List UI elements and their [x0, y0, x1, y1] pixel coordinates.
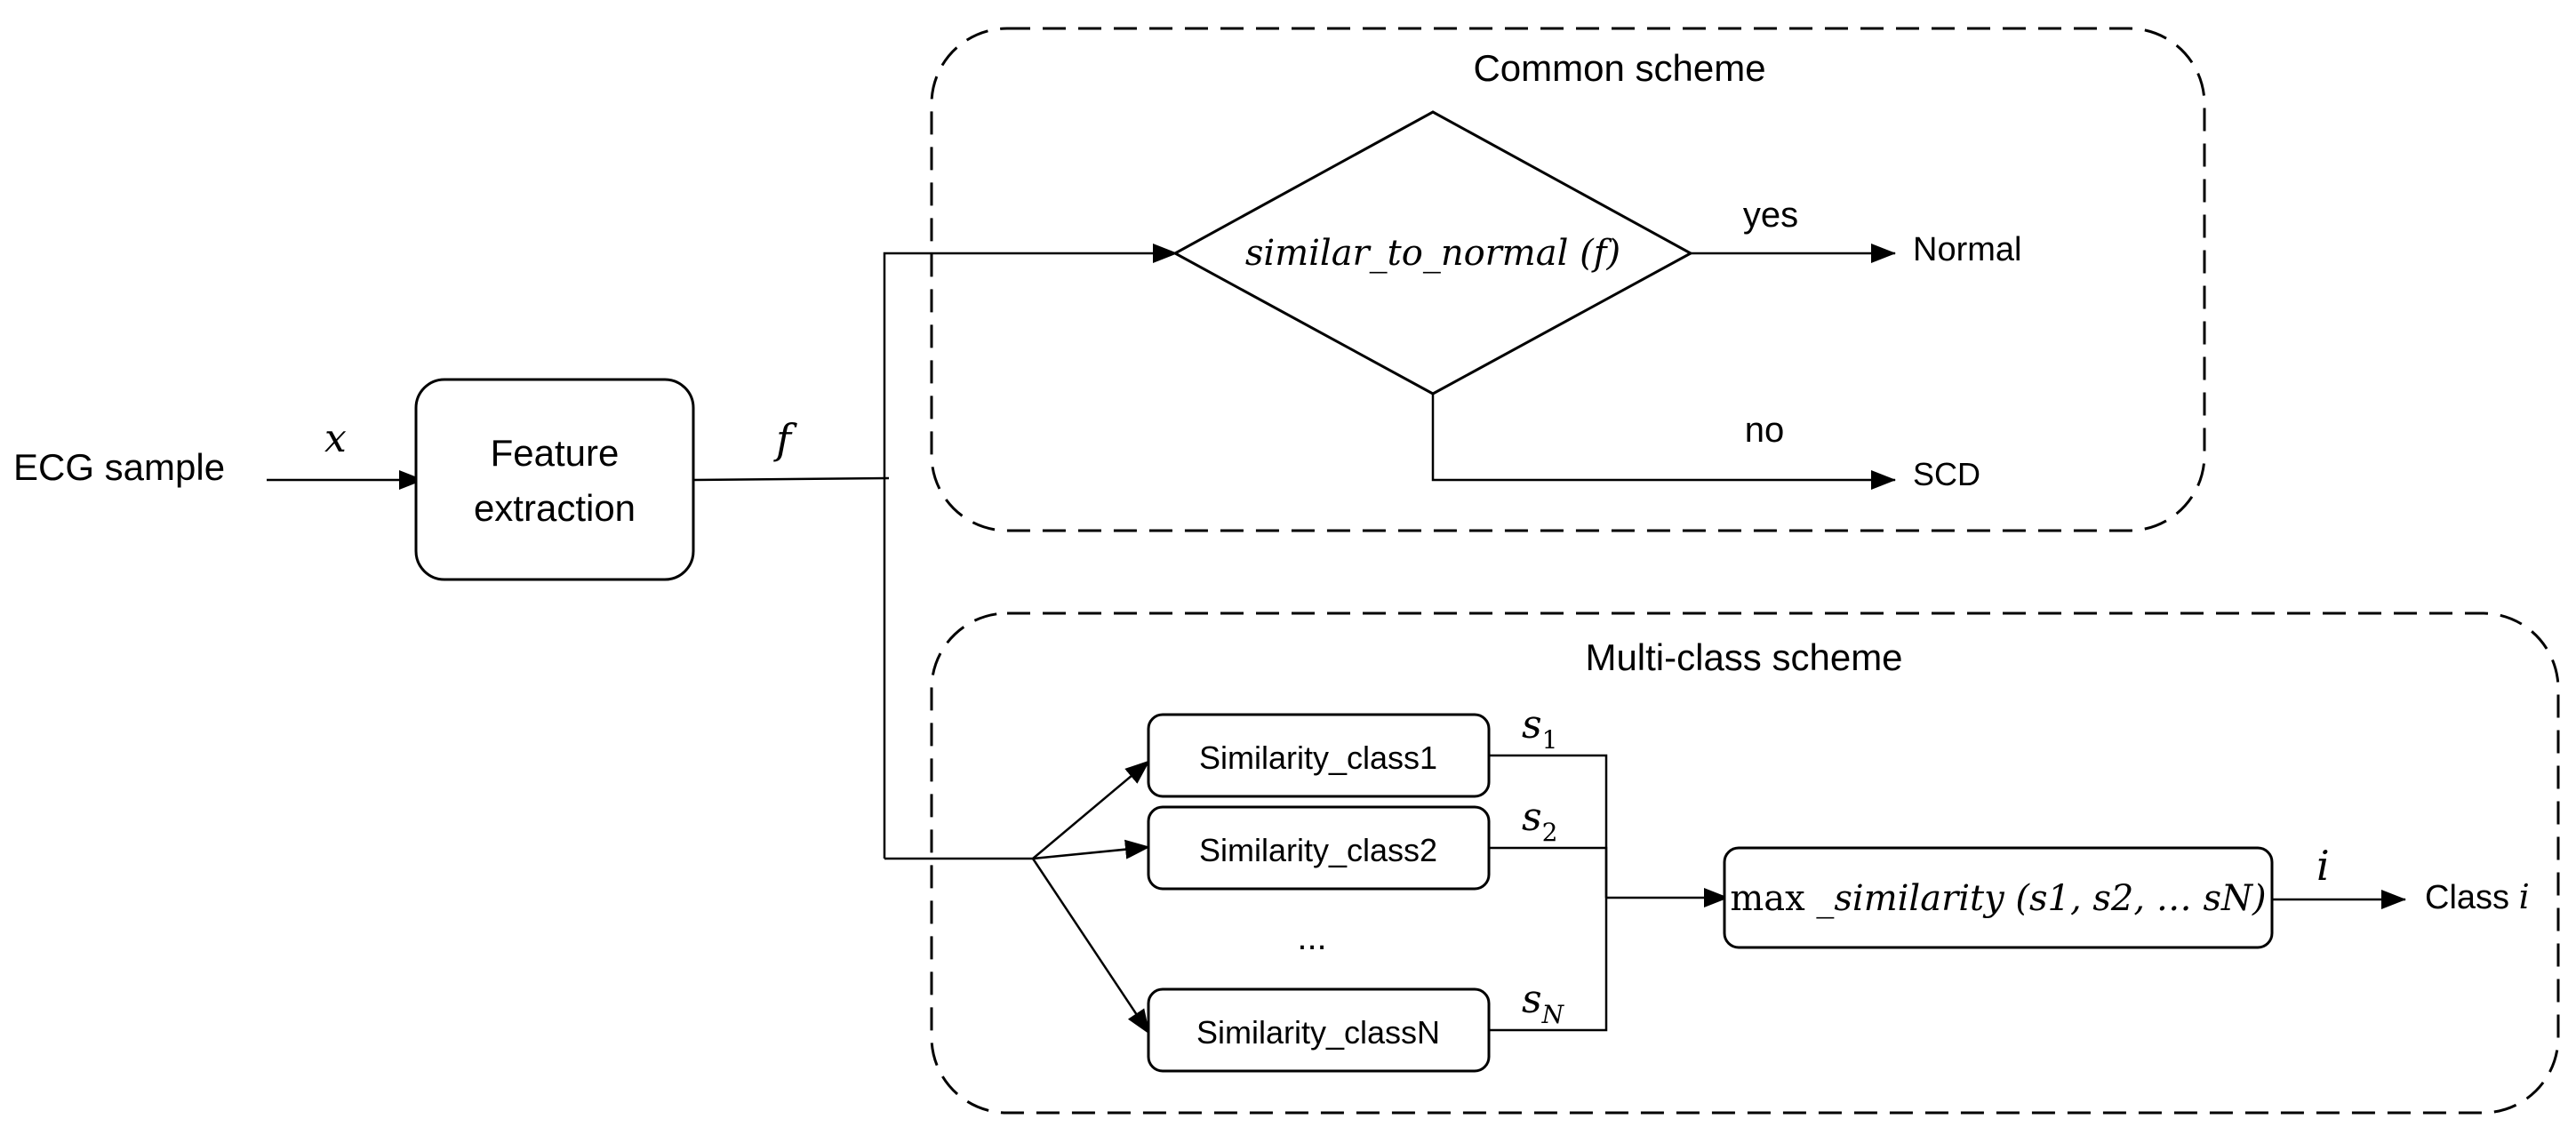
fan-arrow-class2 [1032, 839, 1150, 860]
branch-connector [883, 244, 1178, 859]
score-sN: sN [1522, 977, 1565, 1029]
feature-var-f: f [773, 415, 797, 463]
common-scheme-title: Common scheme [1473, 47, 1765, 89]
fan-arrow-class1 [1032, 760, 1150, 859]
similarity-class2-label: Similarity_class2 [1199, 832, 1437, 868]
output-var-i: i [2316, 842, 2330, 890]
ellipsis: ... [1297, 918, 1326, 957]
input-var-x: x [324, 416, 347, 461]
decision-expression: similar_to_normal (f) [1245, 233, 1620, 274]
feature-extraction-label-1: Feature [491, 432, 620, 474]
normal-output: Normal [1913, 231, 2021, 268]
score-s1: s1 [1522, 702, 1557, 755]
ecg-sample-label: ECG sample [13, 446, 225, 488]
multi-class-scheme-title: Multi-class scheme [1585, 636, 1902, 678]
feature-extraction-box [414, 378, 695, 581]
similarity-classN-label: Similarity_classN [1196, 1014, 1440, 1051]
max-similarity-box [1723, 846, 2274, 949]
no-label: no [1745, 411, 1785, 450]
score-s2-connector [1489, 846, 1608, 898]
score-sN-connector [1489, 898, 1608, 1032]
score-s2: s2 [1522, 795, 1557, 847]
scd-output: SCD [1913, 456, 1980, 492]
feature-extraction-label-2: extraction [474, 487, 636, 529]
feature-output-line [692, 476, 890, 482]
fan-arrow-classN [1031, 858, 1151, 1035]
yes-label: yes [1743, 196, 1798, 235]
max-similarity-expression: max _similarity (s1, s2, … sN) [1730, 878, 2266, 919]
no-arrow [1431, 394, 1896, 490]
similarity-class1-label: Similarity_class1 [1199, 739, 1437, 776]
class-i-output: Class i [2425, 877, 2530, 916]
